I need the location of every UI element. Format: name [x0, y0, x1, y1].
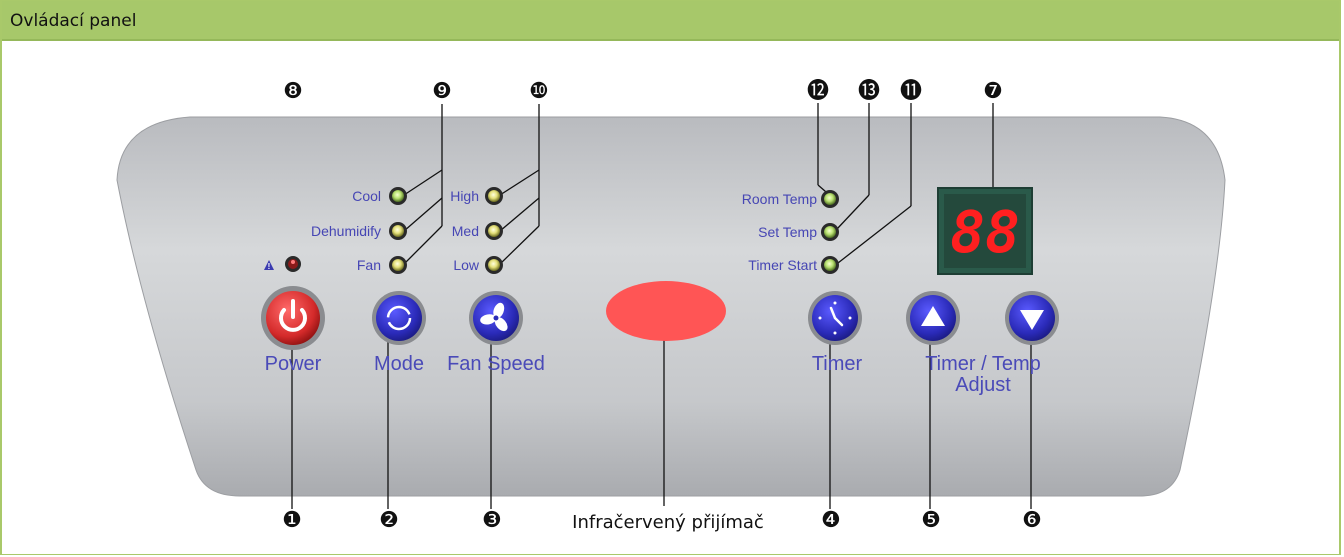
- led-label-med: Med: [452, 223, 479, 239]
- led-label-room-temp: Room Temp: [742, 191, 817, 207]
- led-label-timer-start: Timer Start: [748, 257, 817, 273]
- display-digits: 88: [950, 198, 1020, 266]
- down-button[interactable]: [1005, 291, 1059, 345]
- temp-leds: Room Temp Set Temp Timer Start: [742, 190, 839, 274]
- timer-label: Timer: [812, 353, 863, 375]
- timer-button[interactable]: [808, 291, 862, 345]
- arrow-down-icon: [1020, 310, 1044, 330]
- speed-leds: High Med Low: [450, 187, 503, 274]
- svg-text:!: !: [268, 262, 271, 271]
- clock-icon: [818, 301, 852, 335]
- mode-leds: Cool Dehumidify Fan: [311, 187, 407, 274]
- led-label-high: High: [450, 188, 479, 204]
- power-label: Power: [265, 353, 322, 375]
- led-label-cool: Cool: [352, 188, 381, 204]
- fan-icon: [480, 302, 508, 332]
- callout-4: ❹: [821, 508, 841, 533]
- led-label-fan: Fan: [357, 257, 381, 273]
- power-icon: [279, 308, 307, 332]
- callout-3: ❸: [482, 508, 502, 533]
- callout-11: ⓫: [900, 79, 922, 104]
- adjust-label-line1: Timer / Temp: [925, 353, 1041, 375]
- callout-6: ❻: [1022, 508, 1042, 533]
- arrow-up-icon: [921, 306, 945, 326]
- ir-receiver-label: Infračervený přijímač: [572, 512, 764, 533]
- callout-1: ❶: [282, 508, 302, 533]
- figure-title: Ovládací panel: [10, 11, 137, 31]
- ir-receiver: [606, 281, 726, 341]
- callout-2: ❷: [379, 508, 399, 533]
- temp-display: 88: [937, 187, 1033, 275]
- adjust-label-line2: Adjust: [955, 374, 1011, 396]
- power-button[interactable]: [261, 286, 325, 350]
- mode-button[interactable]: [372, 291, 426, 345]
- callout-9: ❾: [432, 79, 452, 104]
- callout-8: ❽: [283, 79, 303, 104]
- callout-10: ❿: [529, 79, 549, 104]
- callout-5: ❺: [921, 508, 941, 533]
- led-label-dehumidify: Dehumidify: [311, 223, 381, 239]
- fan-speed-label: Fan Speed: [447, 353, 545, 375]
- fan-speed-button[interactable]: [469, 291, 523, 345]
- callout-12: ⓬: [807, 79, 829, 104]
- led-label-low: Low: [453, 257, 480, 273]
- mode-label: Mode: [374, 353, 424, 375]
- callout-7: ❼: [983, 79, 1003, 104]
- up-button[interactable]: [906, 291, 960, 345]
- figure-header: Ovládací panel: [2, 1, 1339, 41]
- warning-icon: !: [264, 260, 274, 271]
- leader-lines: [291, 103, 1032, 509]
- callout-13: ⓭: [858, 79, 880, 104]
- led-label-set-temp: Set Temp: [758, 224, 817, 240]
- mode-icon: [386, 305, 412, 331]
